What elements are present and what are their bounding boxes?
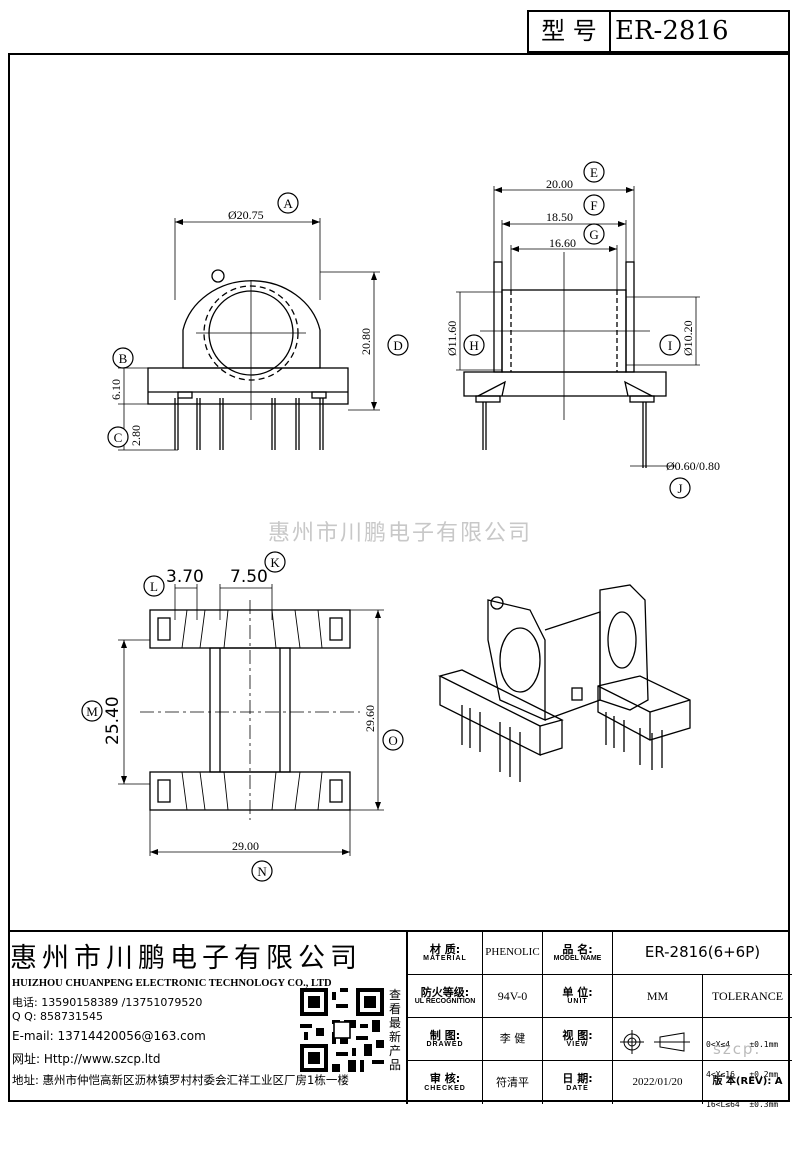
callout-i: I [668,338,672,353]
company-address: 地址: 惠州市仲恺高新区沥林镇罗村村委会汇祥工业区厂房1栋一楼 [12,1073,349,1087]
tolerance-label: TOLERANCE [711,988,784,1003]
spec-table: 材 质:MATERIAL PHENOLIC 品 名:MODEL NAME ER-… [406,932,792,1109]
dim-h-value: Ø11.60 [445,321,459,356]
date-label: 日 期:DATE [562,1072,593,1092]
front-view [118,218,380,451]
callout-a: A [283,196,293,211]
dim-e-value: 20.00 [546,177,573,191]
checked-value: 符清平 [496,1075,529,1089]
callout-b: B [119,351,128,366]
model-label: 型 号 [529,12,611,51]
drawn-label: 制 图:DRAWED [426,1028,464,1049]
callout-e: E [590,165,598,180]
callout-j: J [677,481,682,496]
tolerance-list: 0<X≤4 ±0.1mm 4<X≤16 ±0.2mm 16<L≤64 ±0.3m… [706,1020,792,1150]
callout-o: O [388,733,397,748]
side-view [456,186,700,468]
unit-label: 单 位:UNIT [562,985,593,1006]
dim-g-value: 16.60 [549,236,576,250]
callout-d: D [393,338,402,353]
isometric-view [438,584,691,782]
dim-i-value: Ø10.20 [681,320,695,356]
callout-n: N [257,864,267,879]
qr-caption: 查看最新产品 [389,988,402,1072]
dim-m-value: 25.40 [103,696,123,745]
company-email[interactable]: E-mail: 13714420056@163.com [12,1029,206,1043]
qr-code [300,988,384,1072]
dim-l-value: 3.70 [166,567,204,587]
company-name-en: HUIZHOU CHUANPENG ELECTRONIC TECHNOLOGY … [12,978,332,989]
company-qq: Q Q: 858731545 [12,1010,104,1023]
material-label: 材 质:MATERIAL [423,942,467,963]
tolerance-row-3: 16<L≤64 ±0.3mm [706,1100,779,1109]
dim-a-value: Ø20.75 [228,208,264,222]
dim-d-value: 20.80 [359,328,373,355]
dim-j-value: Ø0.60/0.80 [666,459,720,473]
tolerance-row-1: 0<X≤4 ±0.1mm [706,1040,779,1049]
revision-label: 版 本(REV): A [712,1076,783,1088]
dim-b-value: 6.10 [109,379,123,400]
company-website[interactable]: 网址: Http://www.szcp.ltd [12,1052,161,1066]
checked-label: 审 核:CHECKED [424,1072,466,1092]
callout-g: G [589,227,598,242]
fire-rating-value: 94V-0 [497,988,528,1003]
date-value: 2022/01/20 [632,1075,683,1088]
model-value: ER-2816 [615,15,729,46]
fire-rating-label: 防火等级:UL RECOGNITION [414,985,476,1006]
callout-k: K [270,555,280,570]
site-watermark: szcp. [713,1040,762,1058]
callout-f: F [590,198,597,213]
footer-block: 惠州市川鹏电子有限公司 HUIZHOU CHUANPENG ELECTRONIC… [8,930,792,1109]
dim-f-value: 18.50 [546,210,573,224]
company-name-cn: 惠州市川鹏电子有限公司 [10,943,362,974]
unit-value: MM [646,988,669,1003]
dim-k-value: 7.50 [230,567,268,587]
material-value: PHENOLIC [485,946,540,959]
drawing-frame [8,53,790,1102]
projection-symbol-icon [620,1030,690,1054]
callout-l: L [150,579,158,594]
callout-m: M [86,704,98,719]
company-phone: 电话: 13590158389 /13751079520 [12,996,203,1009]
bottom-view [118,584,384,856]
title-block: 型 号 ER-2816 [527,10,790,53]
dim-n-value: 29.00 [232,839,259,853]
dim-o-value: 29.60 [363,705,377,732]
watermark: 惠州市川鹏电子有限公司 [268,521,532,546]
model-name-label: 品 名:MODEL NAME [553,942,602,963]
technical-drawing: Ø20.75 20.80 6.10 2.80 20.00 18.50 16.60… [81,161,720,882]
drawn-value: 李 健 [499,1032,526,1046]
tolerance-row-2: 4<X≤16 ±0.2mm [706,1070,779,1079]
view-label: 视 图:VIEW [562,1028,593,1049]
callout-h: H [469,338,478,353]
dim-c-value: 2.80 [129,425,143,446]
model-name-value: ER-2816(6+6P) [644,943,761,962]
callout-c: C [114,430,123,445]
